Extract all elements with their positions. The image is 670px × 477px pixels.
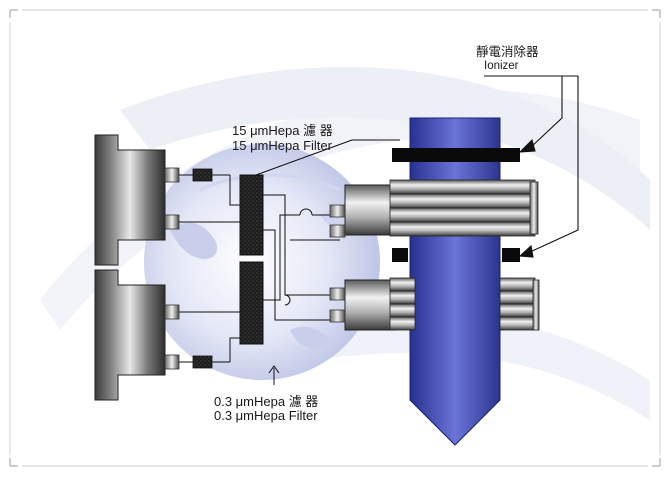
ionizer-bar-top [392,148,520,162]
frame-border [9,9,661,467]
ionizer-bar-left [392,248,408,262]
blue-rod [409,117,501,446]
ionizer-label-en: Ionizer [484,60,519,72]
hepa-filter-upper [239,174,264,256]
lower-nozzle-assembly [329,277,540,331]
hepa15-label-en: 15 μmHepa Filter [232,138,332,153]
lower-pump-block [94,269,180,401]
hepa03-label-en: 0.3 μmHepa Filter [214,408,318,423]
label-leaders [255,139,400,385]
frame-corners [9,9,661,467]
hepa15-label-zh: 15 μmHepa 濾 器 [232,123,333,138]
small-filter-bottom [192,355,213,369]
hepa-filter-lower [239,261,264,345]
air-lines [179,174,340,363]
ionizer-leaders [484,75,579,258]
small-filter-top [192,168,213,182]
ionizer-label-zh: 靜電消除器 [476,45,539,59]
ionizer-bar-right [502,248,520,262]
upper-nozzle-assembly [329,179,539,238]
hepa03-label-zh: 0.3 μmHepa 濾 器 [214,394,319,409]
upper-pump-block [94,134,180,266]
